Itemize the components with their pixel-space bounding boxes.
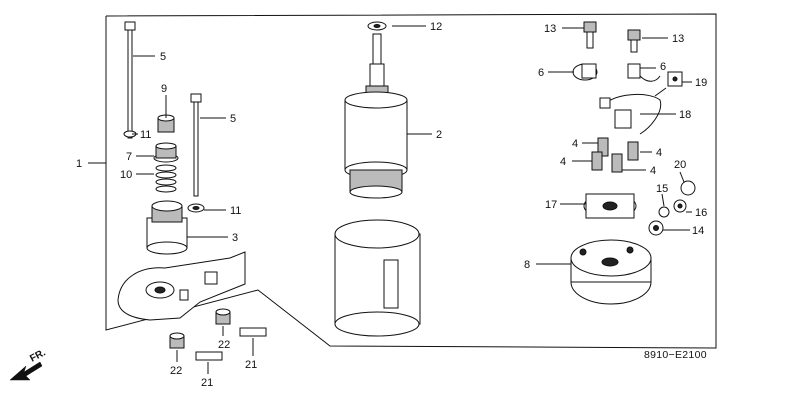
brush-6-left (572, 63, 598, 81)
callout-19: 19 (695, 77, 707, 89)
brush-holder-18 (599, 87, 667, 135)
leader-lines (88, 25, 692, 374)
through-bolt-right (190, 93, 202, 197)
callout-4-c: 4 (560, 156, 566, 168)
callout-5-left: 5 (160, 51, 166, 63)
washer-20 (680, 180, 696, 196)
stud-bolt-21-right (239, 327, 267, 337)
callout-18: 18 (679, 109, 691, 121)
callout-21-left: 21 (201, 377, 213, 389)
callout-17: 17 (545, 199, 557, 211)
callout-6-left: 6 (538, 67, 544, 79)
washer-14 (648, 220, 664, 236)
rear-cover-8 (570, 239, 652, 305)
clip-19 (667, 71, 683, 87)
callout-8: 8 (524, 259, 530, 271)
callout-3: 3 (232, 232, 238, 244)
front-bracket (117, 251, 246, 321)
callout-22-right: 22 (218, 339, 230, 351)
brush-holder-plate-17 (583, 193, 637, 219)
pinion-gear-3 (146, 200, 188, 255)
callout-2: 2 (436, 129, 442, 141)
washer-15 (658, 206, 670, 218)
callout-12: 12 (430, 21, 442, 33)
callout-7: 7 (126, 151, 132, 163)
nut-16 (673, 199, 687, 213)
spring-washer-10 (155, 164, 177, 193)
callout-9: 9 (161, 83, 167, 95)
collar-7 (153, 142, 179, 163)
brush-6-right (627, 63, 661, 82)
callout-11-upper: 11 (140, 129, 151, 141)
callout-4-b: 4 (656, 147, 662, 159)
yoke-housing (334, 219, 421, 337)
callout-21-right: 21 (245, 359, 257, 371)
nut-9 (157, 114, 175, 133)
bolt-13-right (627, 29, 641, 53)
callout-15: 15 (656, 183, 668, 195)
callouts: 1 5 5 9 11 7 10 11 3 12 2 13 13 6 6 19 1… (76, 21, 707, 389)
springs-4 (591, 137, 639, 173)
callout-11-lower: 11 (230, 205, 241, 217)
callout-6-right: 6 (660, 61, 666, 73)
callout-10: 10 (120, 169, 132, 181)
through-bolt-left (124, 21, 136, 139)
assembly-frame (105, 13, 717, 349)
callout-16: 16 (695, 207, 707, 219)
callout-20: 20 (674, 159, 686, 171)
callout-13-right: 13 (672, 33, 684, 45)
callout-1: 1 (76, 158, 82, 170)
diagram-code: 8910−E2100 (644, 349, 707, 361)
callout-13-left: 13 (544, 23, 556, 35)
washer-11-lower (187, 203, 205, 213)
front-direction-arrow: FR. (9, 347, 48, 381)
direction-label: FR. (28, 347, 48, 364)
nut-22-right (215, 308, 231, 325)
armature-2 (344, 21, 408, 199)
nut-22-left (169, 332, 185, 349)
stud-bolt-21-left (195, 351, 223, 361)
callout-4-a: 4 (572, 138, 578, 150)
callout-22-left: 22 (170, 365, 182, 377)
bolt-13-left (583, 21, 597, 49)
callout-5-right: 5 (230, 113, 236, 125)
callout-14: 14 (692, 225, 704, 237)
callout-4-d: 4 (650, 165, 656, 177)
